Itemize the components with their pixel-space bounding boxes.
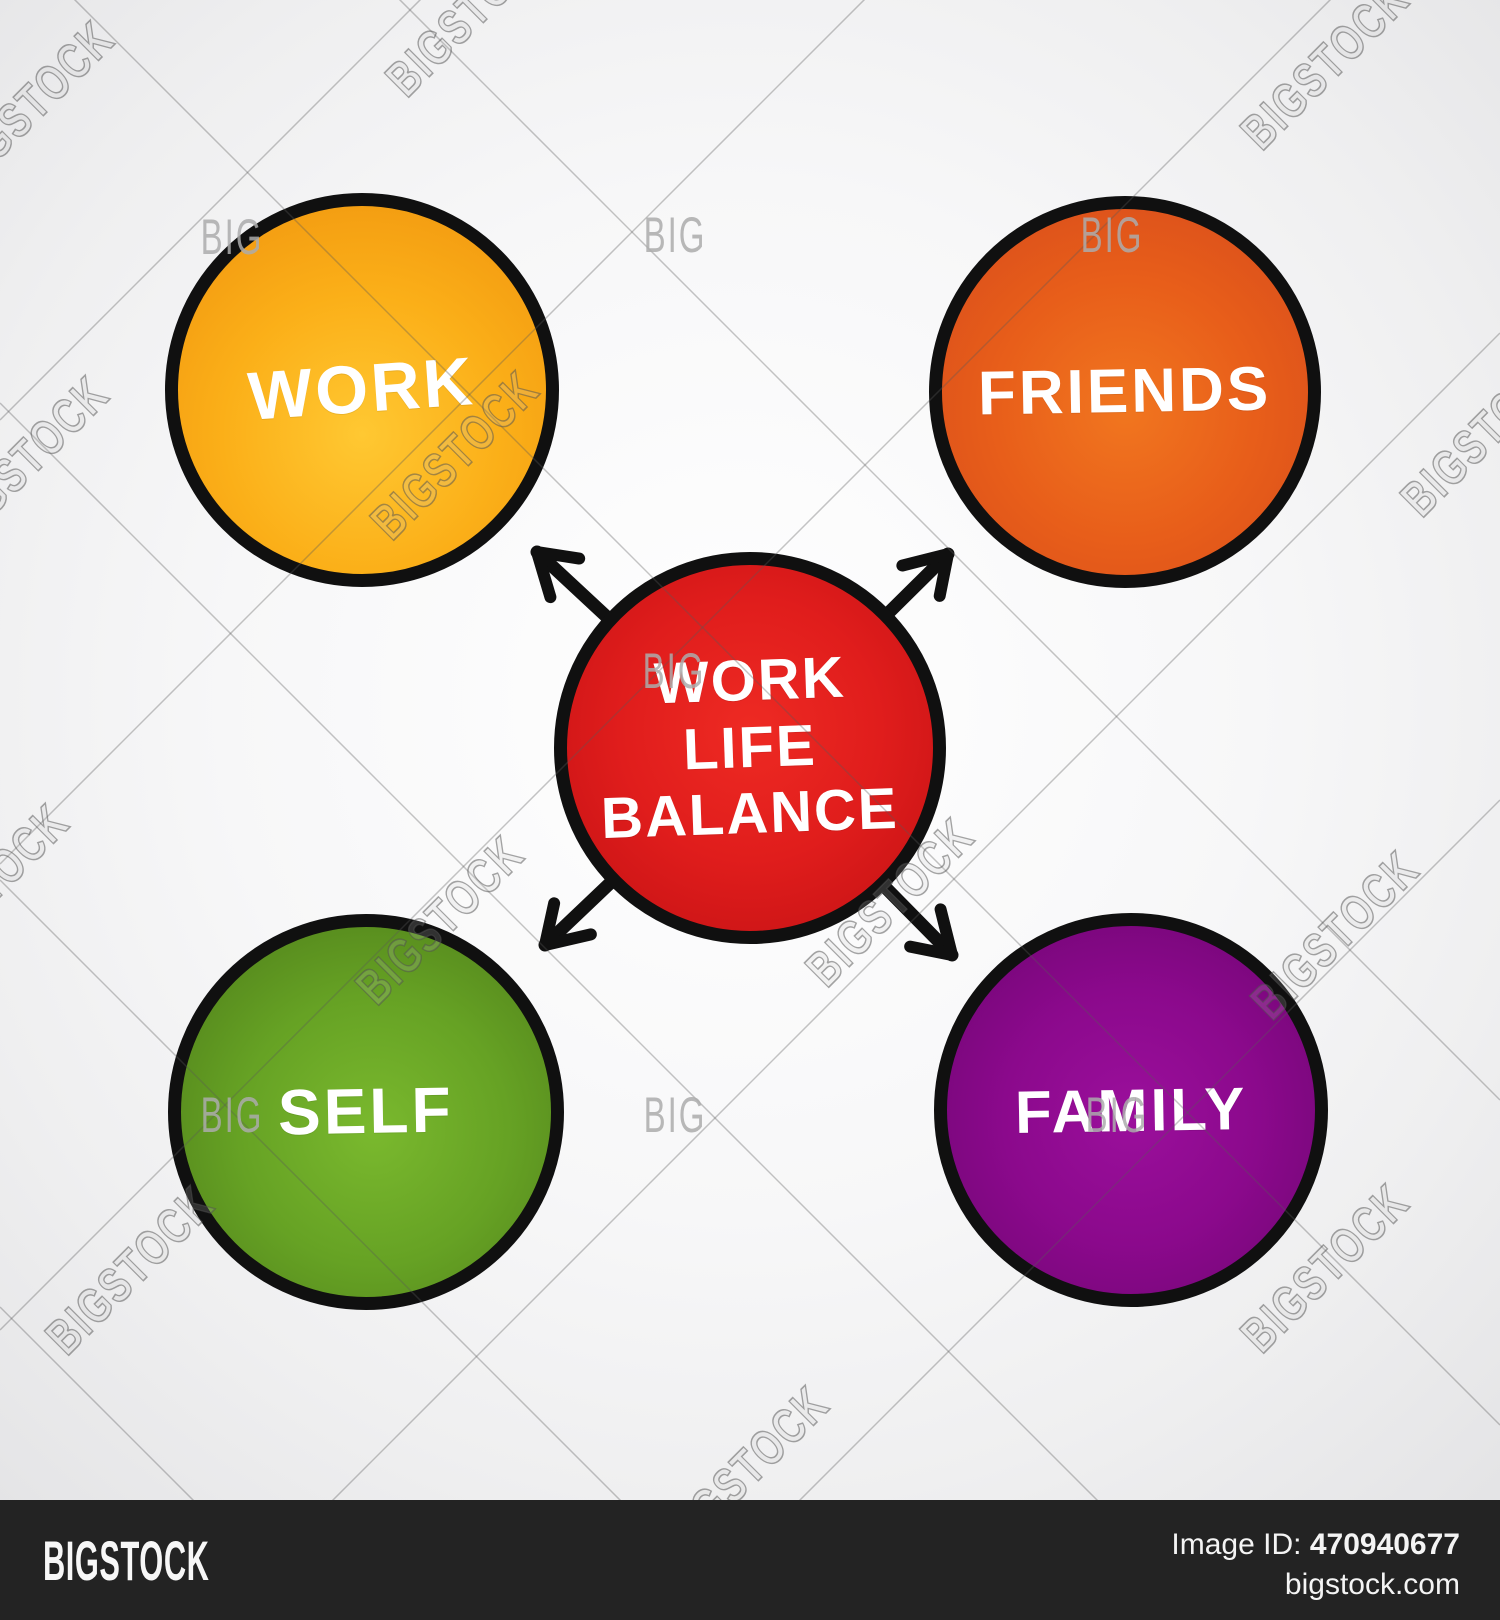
image-id-line: Image ID: 470940677 xyxy=(1171,1525,1460,1565)
node-work-label: WORK xyxy=(245,343,478,436)
node-self: SELF xyxy=(168,914,564,1310)
website-text: bigstock.com xyxy=(1284,1568,1460,1601)
image-id-value: 470940677 xyxy=(1309,1528,1460,1561)
image-meta: Image ID: 470940677 bigstock.com xyxy=(1171,1525,1460,1605)
node-family: FAMILY xyxy=(934,913,1328,1307)
node-work: WORK xyxy=(165,193,559,587)
footer-bar: BIGSTOCK Image ID: 470940677 bigstock.co… xyxy=(0,1500,1500,1620)
node-family-label: FAMILY xyxy=(1014,1074,1248,1146)
center-label-line-2: LIFE xyxy=(682,712,818,782)
node-friends: FRIENDS xyxy=(929,196,1321,588)
mind-map-diagram: WORK FRIENDS SELF FAMILY WORK LIFE BALAN… xyxy=(0,0,1500,1566)
node-friends-label: FRIENDS xyxy=(977,354,1273,430)
center-label-line-3: BALANCE xyxy=(600,776,900,852)
center-label-line-1: WORK xyxy=(653,644,847,716)
node-work-life-balance: WORK LIFE BALANCE xyxy=(554,552,946,944)
bigstock-logo: BIGSTOCK xyxy=(43,1528,210,1592)
image-id-label: Image ID: xyxy=(1171,1528,1302,1561)
node-self-label: SELF xyxy=(277,1073,455,1149)
